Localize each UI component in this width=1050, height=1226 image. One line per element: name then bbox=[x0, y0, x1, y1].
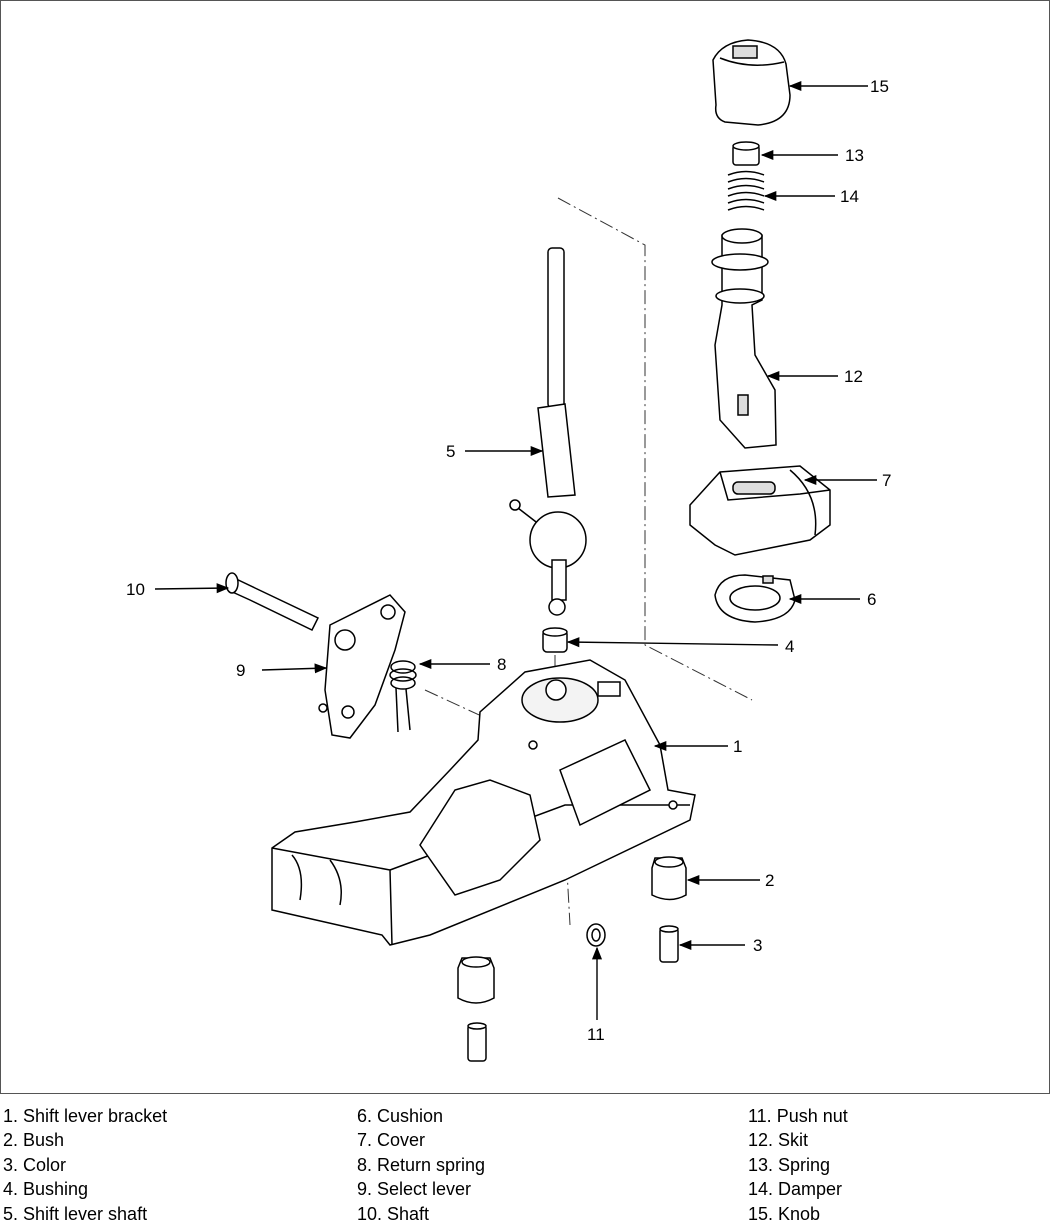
callout-13: 13 bbox=[845, 146, 864, 165]
callout-4: 4 bbox=[785, 637, 794, 656]
callout-1: 1 bbox=[733, 737, 742, 756]
cover-part bbox=[689, 465, 831, 556]
callout-2: 2 bbox=[765, 871, 774, 890]
shift-lever-shaft-part bbox=[509, 247, 587, 616]
callout-15: 15 bbox=[870, 77, 889, 96]
legend-item: 2. Bush bbox=[3, 1130, 65, 1151]
callout-labels: 15 13 14 12 5 7 6 4 10 8 9 1 2 3 11 bbox=[126, 77, 891, 1044]
callout-7: 7 bbox=[882, 471, 891, 490]
callout-11: 11 bbox=[587, 1025, 605, 1044]
bush-part bbox=[457, 856, 687, 1004]
shaft-part bbox=[225, 572, 320, 631]
legend-item: 13. Spring bbox=[748, 1154, 831, 1175]
legend-item: 5. Shift lever shaft bbox=[3, 1203, 148, 1224]
legend-item: 8. Return spring bbox=[357, 1154, 486, 1175]
callout-6: 6 bbox=[867, 590, 876, 609]
callout-14: 14 bbox=[840, 187, 859, 206]
legend-item: 11. Push nut bbox=[748, 1106, 848, 1126]
callout-5: 5 bbox=[446, 442, 455, 461]
select-lever-part bbox=[318, 594, 406, 739]
return-spring-part bbox=[389, 660, 417, 733]
callout-3: 3 bbox=[753, 936, 762, 955]
cushion-part bbox=[714, 574, 796, 623]
bushing-part bbox=[542, 627, 568, 653]
legend-item: 9. Select lever bbox=[357, 1179, 472, 1200]
exploded-view-diagram: 15 13 14 12 5 7 6 4 10 8 9 1 2 3 11 bbox=[126, 39, 891, 1062]
callout-9: 9 bbox=[236, 661, 245, 680]
shift-lever-bracket-part bbox=[271, 659, 696, 946]
legend-column-3: 11. Push nut 12. Skit 13. Spring 14. Dam… bbox=[748, 1104, 848, 1226]
callout-12: 12 bbox=[844, 367, 863, 386]
legend-item: 3. Color bbox=[3, 1154, 67, 1175]
legend-item: 4. Bushing bbox=[3, 1179, 89, 1200]
push-nut-part bbox=[586, 923, 606, 947]
legend-item: 10. Shaft bbox=[357, 1203, 430, 1224]
callout-10: 10 bbox=[126, 580, 145, 599]
legend-column-2: 6. Cushion 7. Cover 8. Return spring 9. … bbox=[357, 1104, 485, 1226]
legend-item: 7. Cover bbox=[357, 1130, 426, 1151]
legend-item: 12. Skit bbox=[748, 1130, 809, 1151]
knob-part bbox=[712, 39, 791, 126]
legend-item: 14. Damper bbox=[748, 1179, 843, 1200]
legend-item: 6. Cushion bbox=[357, 1106, 444, 1126]
collar-part bbox=[467, 925, 679, 1062]
legend-item: 1. Shift lever bracket bbox=[3, 1106, 168, 1126]
legend-column-1: 1. Shift lever bracket 2. Bush 3. Color … bbox=[3, 1104, 167, 1226]
callout-8: 8 bbox=[497, 655, 506, 674]
damper-part bbox=[727, 170, 765, 211]
skit-part bbox=[711, 228, 777, 449]
parts-legend: 1. Shift lever bracket 2. Bush 3. Color … bbox=[0, 1100, 1050, 1224]
legend-item: 15. Knob bbox=[748, 1203, 821, 1224]
leader-lines bbox=[154, 80, 877, 1020]
spring-cap-part bbox=[732, 141, 760, 166]
